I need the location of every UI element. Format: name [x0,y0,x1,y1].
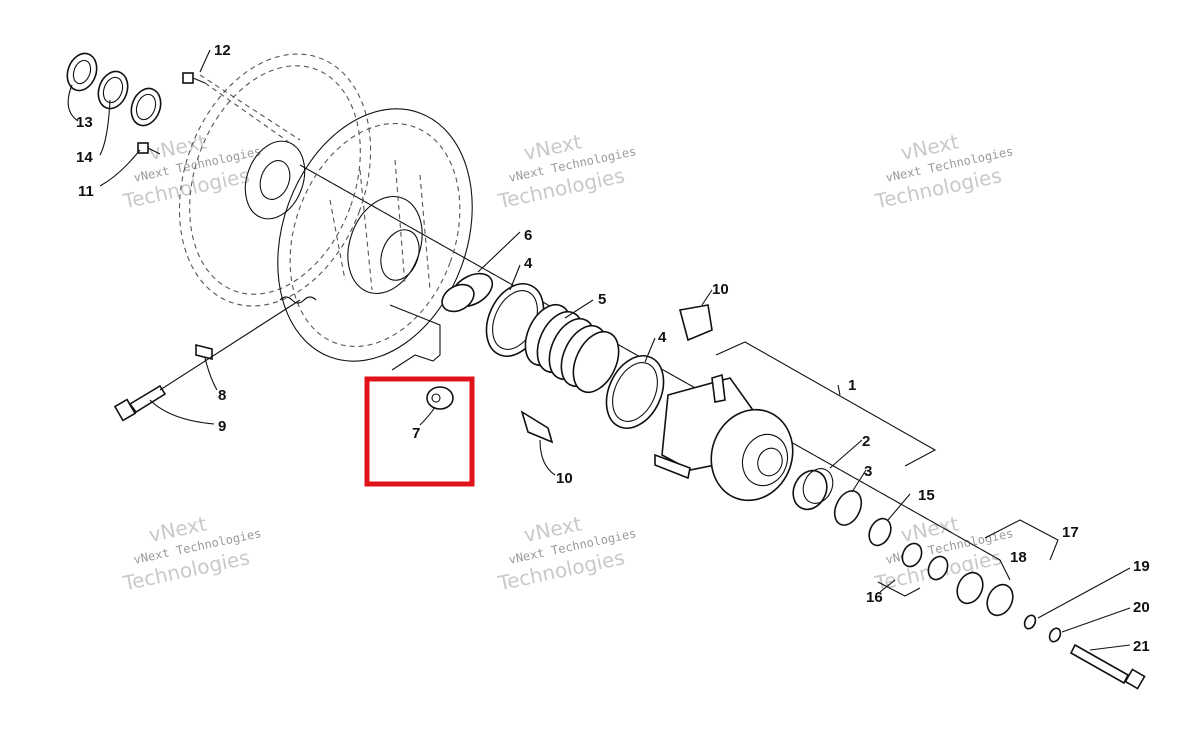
callout-10-lower: 10 [556,470,573,487]
part-5-spring [524,303,620,394]
part-21-bolt [1069,643,1146,690]
watermark: vNext vNext Technologies Technologies [872,511,1014,595]
part-16-o-rings [901,542,949,581]
callout-7: 7 [412,425,420,442]
part-10-shoe-upper [679,304,713,342]
movable-sheave [277,108,473,362]
part-14-washer [97,70,162,127]
callout-20: 20 [1133,599,1150,616]
part-10-shoe-lower [520,410,554,444]
part-18-cap [956,571,1014,617]
callout-6: 6 [524,227,532,244]
callout-21: 21 [1133,638,1150,655]
part-6-bushing [441,272,494,313]
callout-4-right: 4 [658,329,667,346]
callout-5: 5 [598,291,606,308]
callout-17: 17 [1062,524,1079,541]
part-1-cam-housing [654,373,794,502]
fixed-sheave [178,53,372,307]
callout-8: 8 [218,387,226,404]
part-11-screw [137,142,161,155]
callout-9: 9 [218,418,226,435]
part-8-clip [195,343,213,361]
part-9-bolt [113,299,301,422]
callout-13: 13 [76,114,93,131]
callout-10-upper: 10 [712,281,729,298]
callout-11: 11 [78,183,94,200]
part-13-seal [66,52,98,92]
callout-15: 15 [918,487,935,504]
watermark: vNext vNext Technologies Technologies [872,129,1014,213]
callout-14: 14 [76,149,93,166]
callout-3: 3 [864,463,872,480]
callout-12: 12 [214,42,231,59]
part-20-lockwasher [1048,627,1062,643]
callout-16: 16 [866,589,883,606]
part-12-screw [182,72,301,151]
callout-18: 18 [1010,549,1027,566]
callout-2: 2 [862,433,870,450]
watermark: vNext vNext Technologies Technologies [495,129,637,213]
callout-19: 19 [1133,558,1150,575]
part-2-bushing [792,468,834,511]
callout-4-left: 4 [524,255,533,272]
part-15-o-ring [868,517,892,547]
watermark: vNext vNext Technologies Technologies [120,511,262,595]
part-4-washer-right [605,355,665,429]
callout-1: 1 [848,377,856,394]
leader-lines [67,49,1131,651]
callout-labels: 1 2 3 4 4 5 6 7 8 9 10 10 11 12 13 14 15… [76,42,1150,655]
part-19-washer [1023,614,1037,630]
part-3-snap-ring [833,490,863,526]
highlight-box-part-7 [364,376,475,487]
watermark: vNext vNext Technologies Technologies [495,511,637,595]
part-7-roller [389,304,454,410]
